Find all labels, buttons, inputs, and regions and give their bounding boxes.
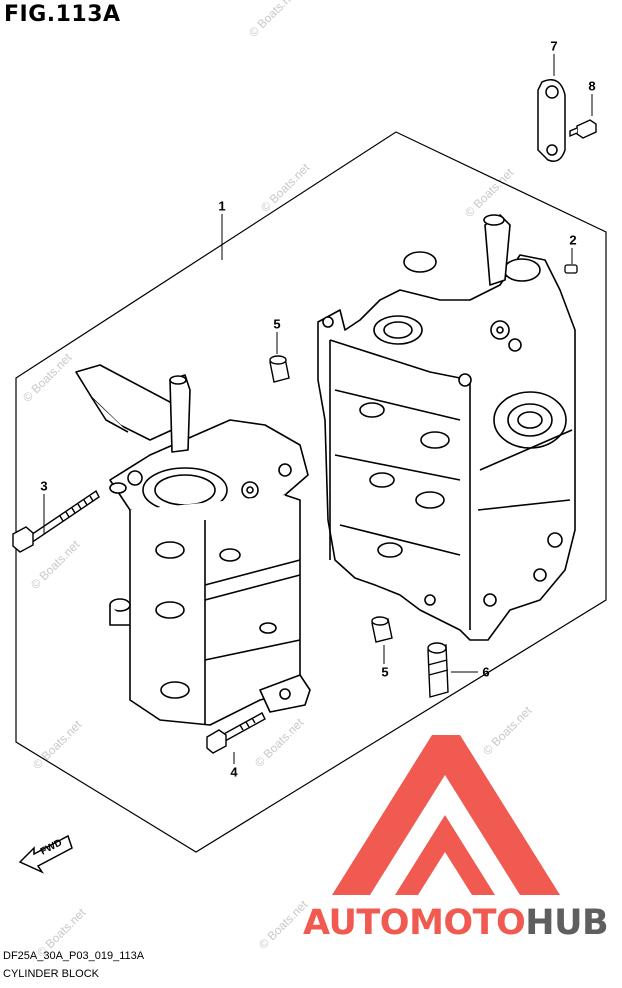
brand-part-hub: HUB (525, 903, 609, 943)
dowel-pin-part-5-lower (371, 616, 393, 643)
dowel-pin-part-5-upper (269, 355, 290, 383)
callout-8: 8 (588, 78, 596, 94)
fitting-part-6 (427, 642, 449, 698)
callout-3: 3 (40, 478, 48, 494)
bolt-part-8 (569, 119, 597, 139)
assembly-boundary (15, 131, 607, 853)
bracket-plate-part-7 (537, 79, 566, 162)
callout-5-upper: 5 (273, 316, 281, 332)
cylinder-block-right-half (317, 214, 576, 641)
brand-part-moto: MOTO (409, 903, 526, 943)
short-bolt-part-4 (206, 712, 266, 754)
brand-logo-triangle (332, 735, 560, 895)
callout-5-lower: 5 (381, 664, 389, 680)
diagram-caption: CYLINDER BLOCK (3, 968, 99, 980)
brand-wordmark: AUTOMOTOHUB (303, 903, 609, 943)
cylinder-block-left-half (75, 364, 311, 726)
plug-part-2 (564, 264, 578, 274)
diagram-code: DF25A_30A_P03_019_113A (3, 950, 145, 962)
leader-lines (43, 54, 593, 764)
long-bolt-part-3 (12, 489, 100, 553)
callout-4: 4 (230, 764, 238, 780)
figure-title: FIG.113A (4, 2, 121, 27)
callout-2: 2 (569, 232, 577, 248)
callout-1: 1 (218, 198, 226, 214)
forward-direction-arrow (18, 834, 73, 874)
callout-7: 7 (550, 38, 558, 54)
brand-part-auto: AUTO (303, 903, 410, 943)
callout-6: 6 (482, 664, 490, 680)
